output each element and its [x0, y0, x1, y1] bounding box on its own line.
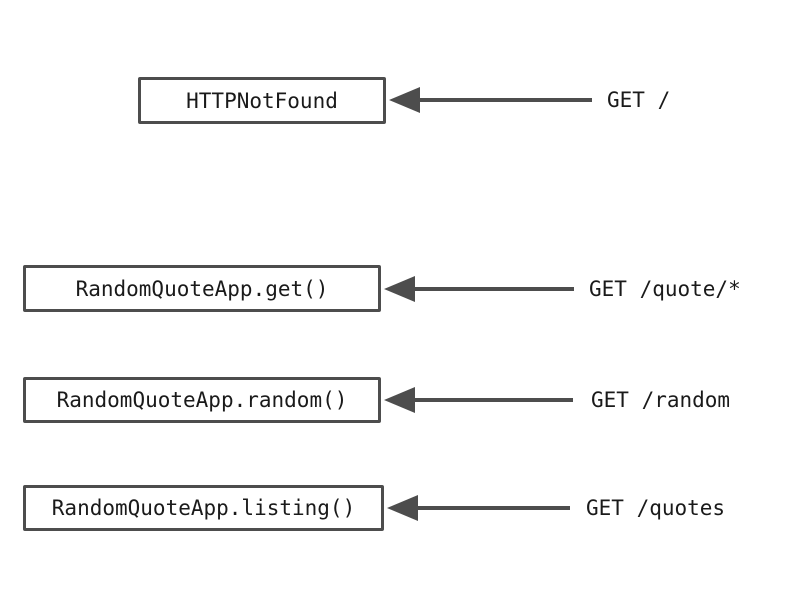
- handler-node: RandomQuoteApp.random(): [23, 377, 381, 423]
- route-label: GET /quote/*: [589, 277, 741, 301]
- handler-node: RandomQuoteApp.listing(): [23, 485, 384, 531]
- handler-node: RandomQuoteApp.get(): [23, 265, 381, 312]
- left-arrowhead-icon: [384, 387, 415, 413]
- arrow-shaft: [415, 398, 573, 402]
- arrow-shaft: [418, 506, 570, 510]
- left-arrowhead-icon: [387, 495, 418, 521]
- handler-label: RandomQuoteApp.random(): [56, 388, 348, 412]
- left-arrowhead-icon: [389, 87, 420, 113]
- handler-node: HTTPNotFound: [138, 77, 386, 124]
- route-label: GET /random: [591, 388, 731, 412]
- route-label: GET /: [607, 88, 671, 112]
- handler-label: RandomQuoteApp.get(): [75, 276, 329, 301]
- arrow-shaft: [415, 287, 574, 291]
- route-label: GET /quotes: [586, 496, 726, 520]
- handler-label: HTTPNotFound: [186, 88, 338, 113]
- handler-label: RandomQuoteApp.listing(): [51, 496, 356, 520]
- left-arrowhead-icon: [384, 276, 415, 302]
- arrow-shaft: [420, 98, 592, 102]
